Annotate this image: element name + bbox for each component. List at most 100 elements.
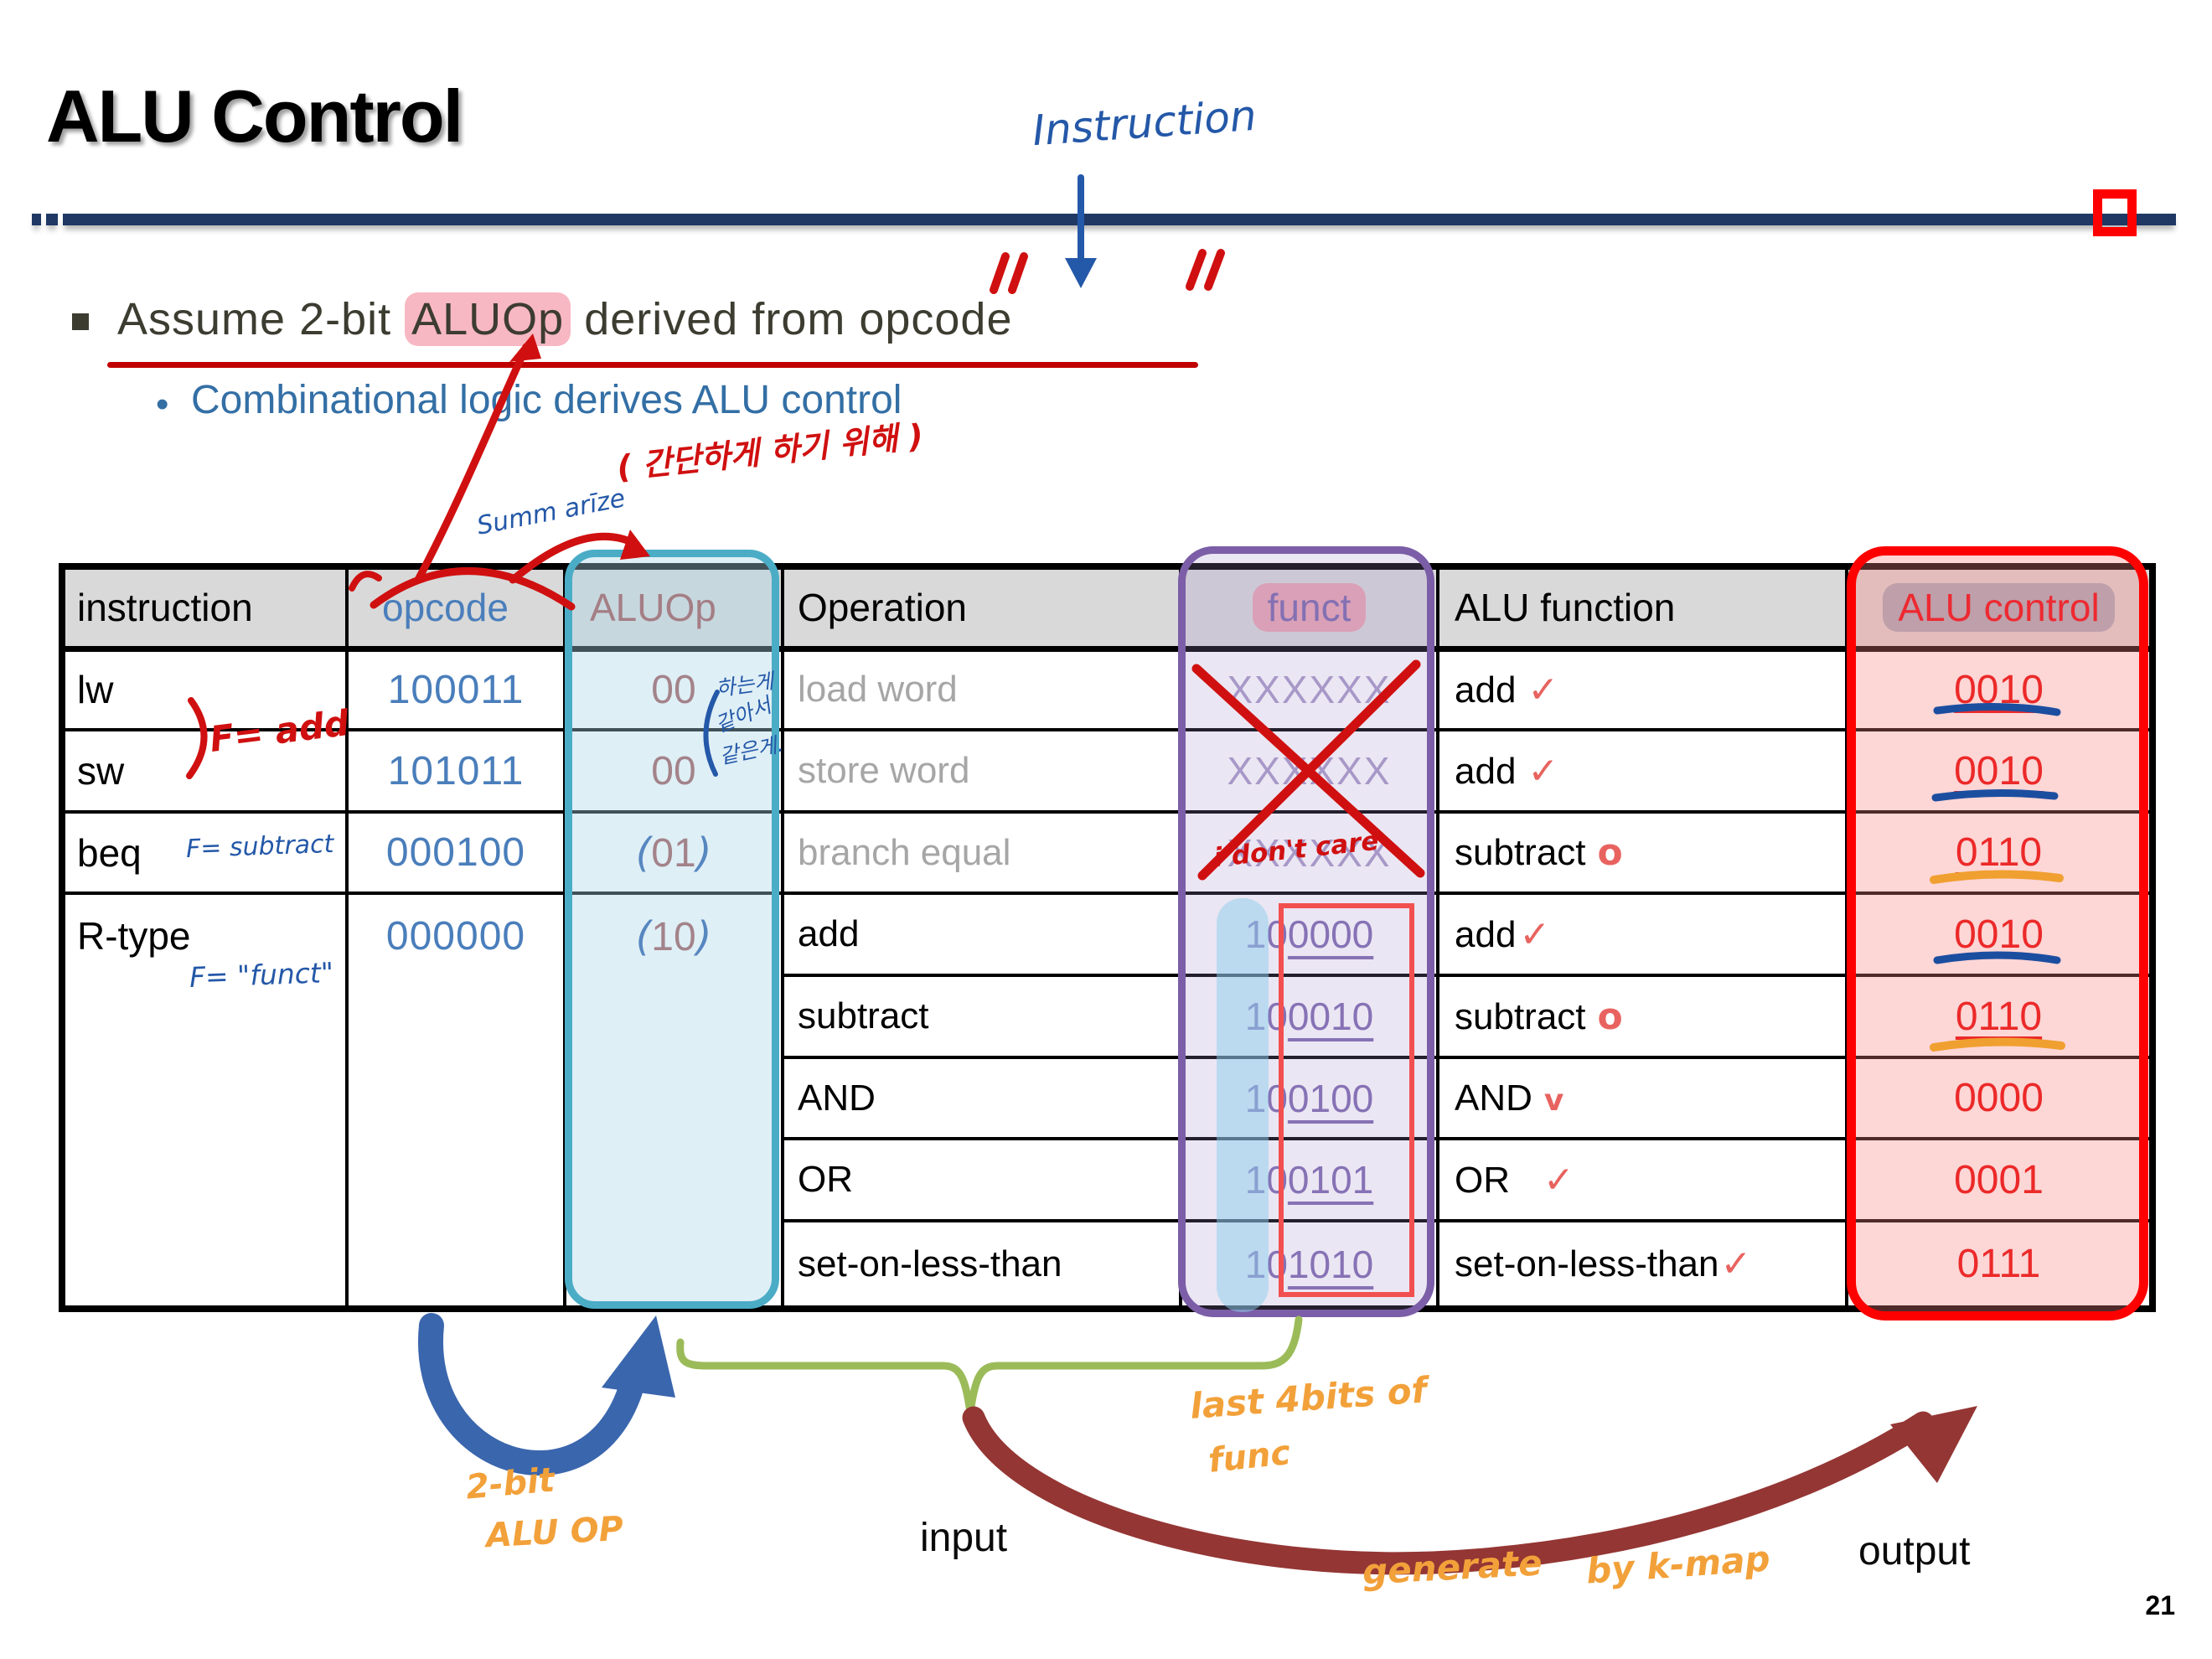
cell-funct: 101010 [1179, 1219, 1439, 1310]
red-summarize-arrowhead [620, 530, 650, 560]
checkmark-annotation: ✓ [1527, 668, 1559, 711]
col-header-alu-control: ALU control [1845, 565, 2154, 652]
cell-operation: add [781, 892, 1182, 977]
alu-function-text: OR [1455, 1159, 1510, 1201]
page-title: ALU Control [46, 75, 463, 158]
funct-last4bits: 0000 [1287, 912, 1374, 956]
cell-operation: subtract [781, 974, 1182, 1059]
cell-alu-function: set-on-less-than✓ [1436, 1219, 1848, 1310]
alu-control-table: instruction opcode ALUOp Operation funct… [59, 563, 2156, 1312]
table-row-rtype-subtract: subtract 100010 subtract o 0110 [62, 974, 2154, 1059]
alu-function-text: AND [1455, 1077, 1532, 1119]
f-subtract-handwriting: F= subtract [185, 829, 334, 865]
funct-prefix: 10 [1244, 1076, 1288, 1120]
two-bit-handwriting: 2-bit [464, 1460, 556, 1507]
table-row-rtype-or: OR 100101 OR✓ 0001 [62, 1137, 2154, 1222]
col-header-opcode: opcode [345, 565, 566, 652]
funct-prefix: 10 [1244, 995, 1288, 1038]
title-rule-dash [32, 214, 41, 225]
checkmark-annotation: ✓ [1543, 1158, 1574, 1202]
cell-aluop: (01) [563, 810, 784, 895]
table-row-lw: lw 100011 00 load word XXXXXX add✓ 0010 [60, 647, 2154, 731]
alu-control-highlight-pill: ALU control [1883, 583, 2115, 633]
col-header-aluop: ALUOp [563, 565, 784, 652]
hand-paren: ( [635, 913, 652, 960]
col-header-alu-function: ALU function [1436, 565, 1848, 652]
alu-function-text: subtract [1455, 832, 1586, 873]
checkmark-annotation: ✓ [1720, 1243, 1752, 1285]
cell-funct: 100100 [1179, 1056, 1439, 1140]
cell-operation: AND [781, 1056, 1182, 1140]
bullet-sub: Combinational logic derives ALU control [191, 378, 902, 422]
generate-handwriting: generate [1361, 1542, 1543, 1593]
last-4bits-handwriting: last 4bits of [1188, 1369, 1429, 1427]
by-kmap-handwriting: by k-map [1584, 1538, 1772, 1592]
funct-last4bits: 0100 [1287, 1076, 1374, 1120]
alu-function-text: set-on-less-than [1455, 1243, 1719, 1284]
cell-alu-control: 0110 [1845, 810, 2154, 895]
cell-aluop: (10) [563, 892, 784, 1310]
f-funct-handwriting: F= "funct" [189, 956, 334, 994]
alu-function-text: add [1455, 750, 1517, 792]
col-header-operation: Operation [781, 565, 1182, 652]
cell-aluop: 00 [563, 647, 784, 731]
title-rule [63, 214, 2176, 225]
funct-last4bits: 0010 [1287, 995, 1374, 1038]
cell-operation: store word [781, 728, 1182, 814]
cell-funct: XXXXXX [1179, 728, 1439, 814]
hand-paren: ) [695, 829, 712, 876]
cell-funct: 100010 [1179, 974, 1439, 1059]
input-label: input [920, 1516, 1008, 1560]
cell-operation: set-on-less-than [781, 1219, 1182, 1310]
cell-opcode: 101011 [345, 728, 566, 814]
blue-u-arrowhead [602, 1315, 675, 1398]
cell-alu-control: 0010 [1845, 728, 2154, 814]
hand-paren: ) [695, 913, 712, 960]
header-row: instruction opcode ALUOp Operation funct… [60, 565, 2154, 652]
funct-highlight-pill: funct [1252, 583, 1367, 633]
cell-opcode: 000000 [345, 892, 566, 1310]
bullet-main-pre: Assume 2-bit [117, 294, 406, 344]
circle-mark-annotation: o [1597, 995, 1623, 1038]
red-square-annotation [2093, 189, 2137, 236]
title-rule-dash [46, 214, 58, 225]
funct-last4bits: 0101 [1287, 1158, 1374, 1202]
aluop-value: 10 [651, 915, 696, 959]
funct-prefix: 10 [1244, 1158, 1288, 1202]
red-quote-marks [990, 249, 1225, 294]
table-row-rtype-add: R-type 000000 (10) add 100000 add✓ 0010 [60, 892, 2154, 1310]
cell-alu-control: 0110 [1845, 974, 2154, 1059]
func-handwriting: func [1206, 1434, 1293, 1481]
cell-aluop: 00 [563, 728, 784, 814]
funct-prefix: 10 [1244, 912, 1288, 956]
col-header-instruction: instruction [60, 565, 349, 652]
table-row-sw: sw 101011 00 store word XXXXXX add✓ 0010 [60, 728, 2154, 814]
output-label: output [1858, 1529, 1971, 1574]
cell-funct: 100101 [1179, 1137, 1439, 1222]
col-header-funct: funct [1179, 565, 1439, 652]
aluop-highlight: ALUOp [405, 292, 571, 346]
red-underline-annotation [107, 362, 1198, 368]
cell-operation: OR [781, 1137, 1182, 1222]
cell-instruction: beq [60, 810, 349, 895]
alu-op-handwriting: ALU OP [484, 1509, 625, 1556]
instruction-handwriting: Instruction [1031, 90, 1258, 156]
alu-function-text: add [1455, 913, 1517, 955]
bullet-main-post: derived from opcode [571, 294, 1013, 344]
cell-alu-function: add✓ [1436, 728, 1848, 814]
funct-last4bits: 1010 [1287, 1242, 1374, 1286]
alu-function-text: subtract [1455, 995, 1586, 1037]
funct-prefix: 10 [1244, 1242, 1288, 1286]
cell-operation: load word [781, 647, 1182, 731]
cell-opcode: 000100 [345, 810, 566, 895]
blue-u-arrow [418, 1313, 643, 1476]
checkmark-annotation: ✓ [1519, 912, 1551, 956]
cell-alu-control: 0111 [1845, 1219, 2154, 1310]
cell-alu-function: subtract o [1436, 974, 1848, 1059]
cell-alu-control: 0000 [1845, 1056, 2154, 1140]
aluop-value: 01 [651, 830, 696, 876]
table-row-beq: beq 000100 (01) branch equal XXXXXX subt… [60, 810, 2154, 895]
